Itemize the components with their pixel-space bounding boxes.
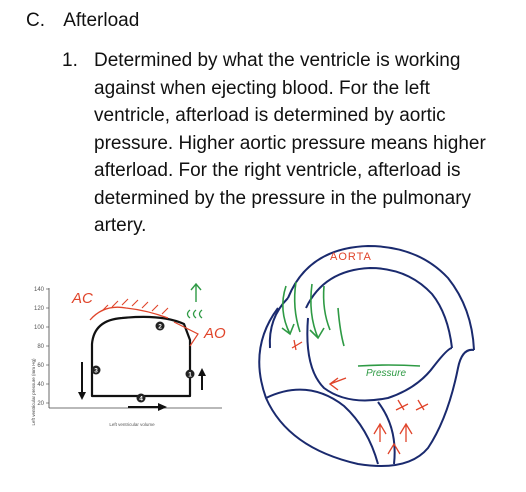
lower-wall xyxy=(377,401,396,465)
pv-y-axis-label: Left ventricular pressure (mm Hg) xyxy=(31,358,36,426)
red-arrow-left xyxy=(328,377,347,391)
pv-phase-label: 3 xyxy=(94,368,98,375)
pv-phase-label: 4 xyxy=(139,396,143,403)
pv-tick-label: 100 xyxy=(34,325,45,331)
pv-annotation-ao: AO xyxy=(203,325,226,342)
list-item-number: 1. xyxy=(62,50,78,71)
pv-tick-label: 60 xyxy=(37,363,44,369)
pv-tick-label: 120 xyxy=(34,306,45,312)
pv-annotation-ticks xyxy=(101,298,169,315)
ventricle-wall xyxy=(306,317,453,402)
pv-annotation-waves xyxy=(186,309,203,319)
pv-loop-outline xyxy=(90,315,192,398)
pv-phase-marker-3: 3 xyxy=(91,365,101,375)
section-title: Afterload xyxy=(63,10,140,31)
red-arrow-upper xyxy=(291,339,303,351)
pv-annotation-ac: AC xyxy=(71,290,93,307)
aorta-label: AORTA xyxy=(330,251,372,263)
pv-phase-marker-2: 2 xyxy=(155,321,165,331)
pv-annotation-up-arrow xyxy=(190,282,202,302)
pv-tick-label: 20 xyxy=(37,401,44,407)
heart-sketch-svg: AORTA Pressure xyxy=(258,244,475,467)
flow-arrow-1 xyxy=(281,285,295,336)
pv-loop-figure: Left ventricular pressure (mm Hg) 140 12… xyxy=(22,280,254,480)
pressure-label: Pressure xyxy=(366,368,406,379)
pv-phase-marker-4: 4 xyxy=(136,393,146,403)
flow-arrow-3 xyxy=(309,283,325,340)
pv-phase-label: 1 xyxy=(188,372,192,379)
red-arrow-up-1 xyxy=(373,422,387,442)
pv-tick-label: 140 xyxy=(34,287,45,293)
heart-upper-left xyxy=(268,297,289,349)
pv-arrowhead-right xyxy=(158,403,167,411)
pv-phase-marker-1: 1 xyxy=(185,369,195,379)
pv-annotation-bracket xyxy=(173,321,199,347)
pressure-line xyxy=(357,364,421,367)
pv-annotation-curve xyxy=(89,306,169,321)
section-heading: C. Afterload xyxy=(26,8,139,34)
pv-loop-svg: Left ventricular pressure (mm Hg) 140 12… xyxy=(31,282,226,427)
pv-x-axis-label: Left ventricular volume xyxy=(109,422,155,427)
septum xyxy=(265,388,379,465)
pv-tick-label: 80 xyxy=(37,344,44,350)
list-item-text: Determined by what the ventricle is work… xyxy=(94,50,486,236)
pv-y-ticks: 140 120 100 80 60 40 20 xyxy=(34,287,49,407)
heart-sketch-figure: AORTA Pressure xyxy=(248,238,508,474)
pv-phase-label: 2 xyxy=(158,324,162,331)
heart-outline xyxy=(258,307,475,467)
flow-arrow-5 xyxy=(337,307,345,347)
red-mark-2 xyxy=(415,399,429,411)
aorta-outer xyxy=(287,244,475,351)
pv-arrowhead-up xyxy=(198,368,206,376)
flow-arrow-2 xyxy=(293,281,301,333)
pv-arrowhead-down xyxy=(78,392,86,400)
list-item: 1. Determined by what the ventricle is w… xyxy=(62,47,502,240)
aorta-inner xyxy=(305,266,453,349)
red-arrow-up-2 xyxy=(399,422,413,442)
red-mark-1 xyxy=(395,399,409,411)
red-arrow-up-3 xyxy=(387,442,401,455)
section-letter: C. xyxy=(26,10,45,31)
flow-arrow-4 xyxy=(322,285,331,331)
pv-tick-label: 40 xyxy=(37,382,44,388)
